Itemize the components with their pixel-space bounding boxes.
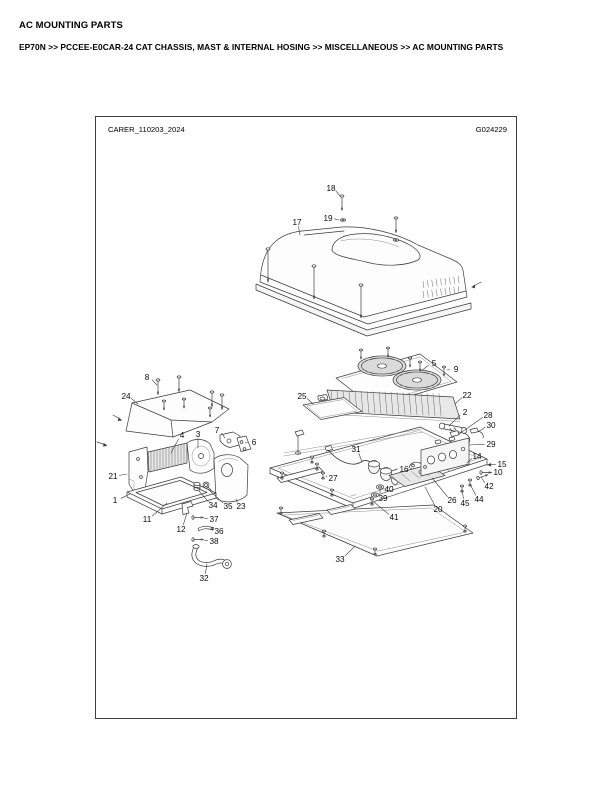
callout-21: 21 <box>108 472 118 481</box>
callout-19: 19 <box>323 214 333 223</box>
callout-9: 9 <box>454 365 459 374</box>
callout-28: 28 <box>483 411 493 420</box>
callout-8: 8 <box>145 373 150 382</box>
top-cover <box>255 194 482 337</box>
callout-6: 6 <box>252 438 257 447</box>
callout-45: 45 <box>460 499 470 508</box>
callout-37: 37 <box>209 515 219 524</box>
callout-5: 5 <box>432 359 437 368</box>
callout-33: 33 <box>335 555 345 564</box>
callout-38: 38 <box>209 537 219 546</box>
base-pan <box>269 426 492 509</box>
page-title: AC MOUNTING PARTS <box>19 20 123 31</box>
callout-39: 39 <box>378 494 388 503</box>
vent-slats <box>422 276 460 299</box>
callout-4: 4 <box>180 431 185 440</box>
roof-gasket <box>276 504 474 557</box>
callout-14: 14 <box>472 452 482 461</box>
callout-22: 22 <box>462 391 472 400</box>
callout-15: 15 <box>497 460 507 469</box>
figure-frame: CARER_110203_2024 G024229 <box>95 116 517 719</box>
callout-36: 36 <box>214 527 224 536</box>
callout-24: 24 <box>121 392 131 401</box>
callout-23: 23 <box>236 502 246 511</box>
callout-17: 17 <box>292 218 302 227</box>
drawing-code: CARER_110203_2024 <box>108 125 185 134</box>
side-arrows <box>96 414 123 447</box>
callout-16: 16 <box>399 465 409 474</box>
figure-number: G024229 <box>475 125 507 134</box>
callout-32: 32 <box>199 574 209 583</box>
callout-10: 10 <box>493 468 503 477</box>
callout-12: 12 <box>176 525 186 534</box>
tube-and-wiring <box>429 422 484 452</box>
exploded-diagram: 1718195922228302925824437621111123435233… <box>96 184 507 583</box>
callout-29: 29 <box>486 440 496 449</box>
callout-2: 2 <box>463 408 468 417</box>
callout-18: 18 <box>326 184 336 193</box>
callout-1: 1 <box>113 496 118 505</box>
callout-41: 41 <box>389 513 399 522</box>
callout-27: 27 <box>328 474 338 483</box>
breadcrumb: EP70N >> PCCEE-E0CAR-24 CAT CHASSIS, MAS… <box>19 42 504 52</box>
callout-26: 26 <box>447 496 457 505</box>
callout-31: 31 <box>351 445 361 454</box>
callout-20: 20 <box>433 505 443 514</box>
callout-44: 44 <box>474 495 484 504</box>
callout-34: 34 <box>208 501 218 510</box>
callout-40: 40 <box>384 485 394 494</box>
callout-35: 35 <box>223 502 233 511</box>
fan-assembly <box>335 346 458 408</box>
evaporator-assembly <box>96 375 252 569</box>
callout-7: 7 <box>215 426 220 435</box>
drain-stubs <box>193 481 212 491</box>
callout-25: 25 <box>297 392 307 401</box>
callout-3: 3 <box>196 430 201 439</box>
callout-11: 11 <box>143 515 152 524</box>
drain-hose <box>191 544 232 569</box>
callout-42: 42 <box>484 482 494 491</box>
screw-direction-arrow <box>471 281 482 289</box>
callout-30: 30 <box>486 421 496 430</box>
gasket-plate <box>302 394 363 420</box>
